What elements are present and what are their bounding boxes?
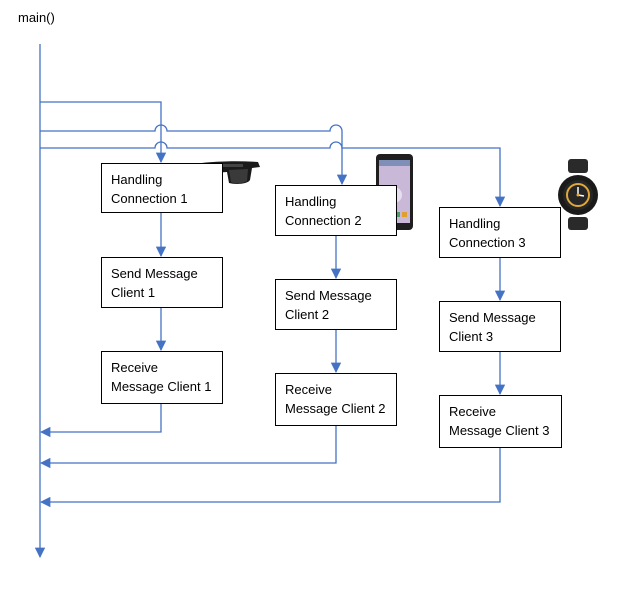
box-label-line1: Send Message <box>111 266 198 281</box>
main-label: main() <box>18 10 55 25</box>
box-label-line1: Receive <box>449 404 496 419</box>
send-message-client-1-box: Send Message Client 1 <box>101 257 223 308</box>
handling-connection-3-box: Handling Connection 3 <box>439 207 561 258</box>
branch-to-connection-3 <box>40 141 506 208</box>
box-label-line2: Client 2 <box>285 307 330 322</box>
box-label-line2: Message Client 1 <box>111 379 212 394</box>
box-label-line2: Connection 1 <box>111 191 188 206</box>
return-2-to-main <box>39 425 337 469</box>
box-label-line1: Handling <box>449 216 501 231</box>
handling-connection-2-box: Handling Connection 2 <box>275 185 397 236</box>
box-label-line1: Receive <box>111 360 158 375</box>
box-label-line2: Message Client 2 <box>285 401 386 416</box>
receive-message-client-1-box: Receive Message Client 1 <box>101 351 223 404</box>
receive-message-client-2-box: Receive Message Client 2 <box>275 373 397 426</box>
box-label-line1: Send Message <box>285 288 372 303</box>
box-label-line2: Client 1 <box>111 285 156 300</box>
box-label-line1: Handling <box>111 172 163 187</box>
return-3-to-main <box>39 447 501 508</box>
handling-connection-1-box: Handling Connection 1 <box>101 163 223 213</box>
send-message-client-3-box: Send Message Client 3 <box>439 301 561 352</box>
smartwatch-icon <box>558 159 598 230</box>
return-1-to-main <box>39 403 162 438</box>
box-label-line2: Connection 3 <box>449 235 526 250</box>
box-label-line1: Handling <box>285 194 337 209</box>
box-label-line1: Receive <box>285 382 332 397</box>
box-label-line2: Connection 2 <box>285 213 362 228</box>
branch-to-connection-1 <box>40 101 167 164</box>
branch-to-connection-2 <box>40 124 348 186</box>
receive-message-client-3-box: Receive Message Client 3 <box>439 395 562 448</box>
box-label-line2: Client 3 <box>449 329 494 344</box>
send-message-client-2-box: Send Message Client 2 <box>275 279 397 330</box>
box-label-line1: Send Message <box>449 310 536 325</box>
box-label-line2: Message Client 3 <box>449 423 550 438</box>
